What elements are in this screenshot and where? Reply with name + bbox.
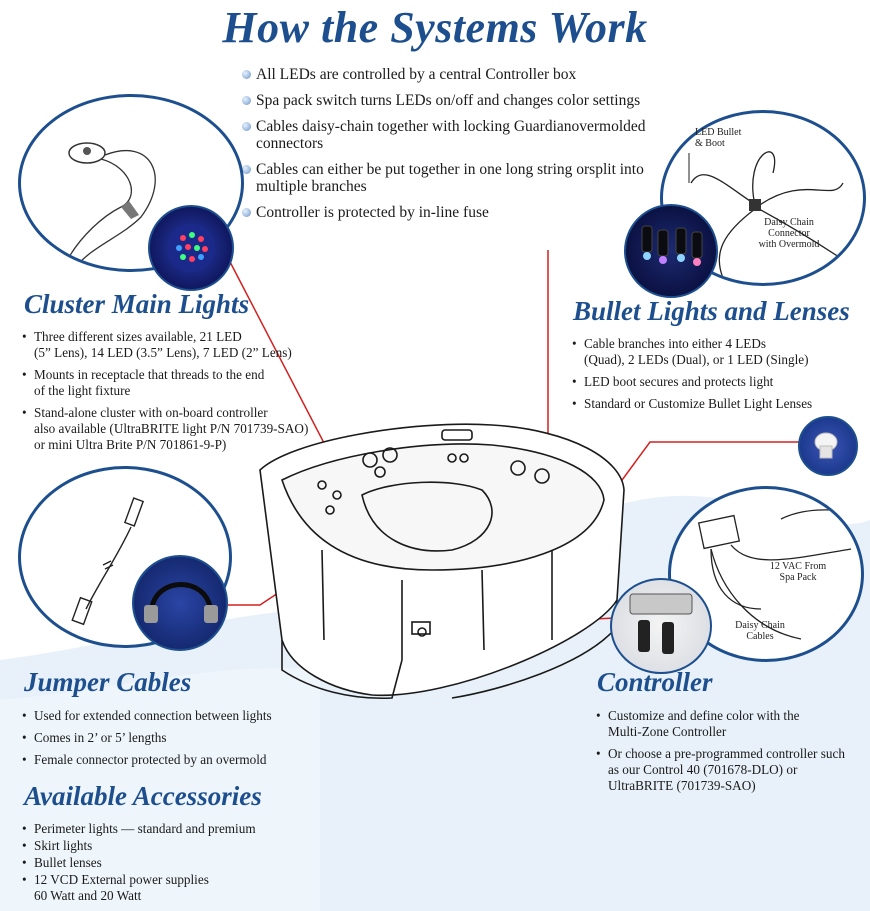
accessories-bullets: Perimeter lights — standard and premium … (22, 821, 322, 905)
list-item: Used for extended connection between lig… (22, 708, 322, 724)
list-item: Perimeter lights — standard and premium (22, 821, 322, 837)
list-item: Comes in 2’ or 5’ lengths (22, 730, 322, 746)
list-item: Mounts in receptacle that threads to the… (22, 367, 322, 399)
led-bullet-callout: LED Bullet& Boot (695, 127, 742, 149)
bullet-icon (242, 122, 251, 131)
controller-section-title: Controller (597, 667, 713, 697)
bullet-lights-bullets: Cable branches into either 4 LEDs(Quad),… (572, 336, 862, 418)
list-item: Three different sizes available, 21 LED(… (22, 329, 322, 361)
list-item: Or choose a pre-programmed controller su… (596, 746, 866, 794)
list-item: Skirt lights (22, 838, 322, 854)
bullet-lights-section-title: Bullet Lights and Lenses (573, 296, 850, 326)
overview-item: All LEDs are controlled by a central Con… (242, 66, 662, 83)
overview-item: Cables daisy-chain together with locking… (242, 118, 662, 152)
overview-item: Controller is protected by in-line fuse (242, 204, 662, 221)
overview-list: All LEDs are controlled by a central Con… (242, 66, 662, 230)
cluster-bullets: Three different sizes available, 21 LED(… (22, 329, 322, 459)
list-item: Female connector protected by an overmol… (22, 752, 322, 768)
bullet-lens-photo (798, 416, 858, 476)
list-item: Standard or Customize Bullet Light Lense… (572, 396, 862, 412)
list-item: LED boot secures and protects light (572, 374, 862, 390)
list-item: Customize and define color with theMulti… (596, 708, 866, 740)
bullet-icon (242, 165, 251, 174)
cluster-section-title: Cluster Main Lights (24, 289, 250, 319)
list-item: Bullet lenses (22, 855, 322, 871)
jumper-section-title: Jumper Cables (24, 667, 192, 697)
bullet-icon (242, 70, 251, 79)
controller-bullets: Customize and define color with theMulti… (596, 708, 866, 800)
list-item: Stand-alone cluster with on-board contro… (22, 405, 322, 453)
overview-item: Cables can either be put together in one… (242, 161, 662, 195)
cluster-led-photo (148, 205, 234, 291)
bullet-icon (242, 96, 251, 105)
controller-photo (610, 578, 712, 674)
overview-item: Spa pack switch turns LEDs on/off and ch… (242, 92, 662, 109)
page-title: How the Systems Work (222, 3, 648, 52)
bullet-led-photo (624, 204, 718, 298)
bullet-icon (242, 208, 251, 217)
jumper-cable-photo (132, 555, 228, 651)
list-item: Cable branches into either 4 LEDs(Quad),… (572, 336, 862, 368)
accessories-section-title: Available Accessories (24, 781, 262, 811)
hot-tub-illustration (259, 423, 625, 700)
jumper-bullets: Used for extended connection between lig… (22, 708, 322, 774)
